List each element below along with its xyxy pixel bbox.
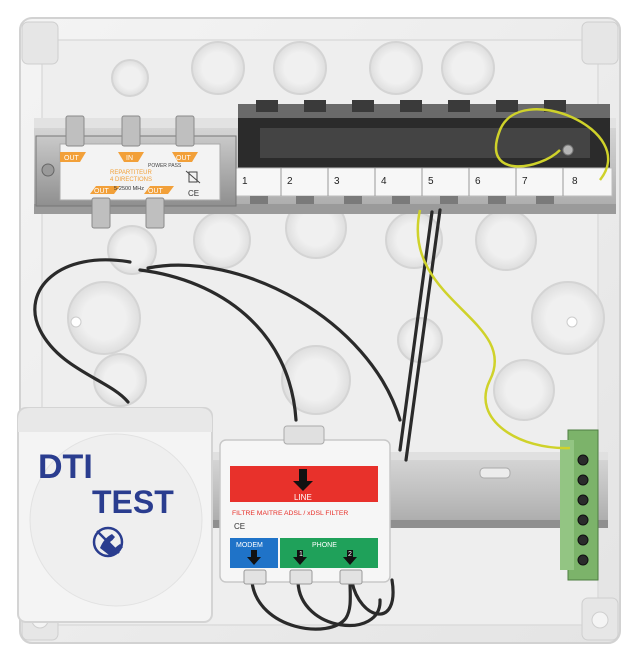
test-label: TEST <box>92 484 174 520</box>
modem-label: MODEM <box>236 542 263 549</box>
splitter-port-out-bottom-left: OUT <box>94 188 110 195</box>
splitter-wheelie-bin-icon <box>185 170 201 184</box>
splitter-port-in: IN <box>126 155 133 162</box>
black-cables <box>33 208 442 631</box>
splitter-name-line2: 4 DIRECTIONS <box>110 177 152 183</box>
adsl-master-filter: LINE FILTRE MAITRE ADSL / xDSL FILTER CE… <box>219 425 391 585</box>
line-arrow-icon <box>293 469 313 491</box>
splitter-screw-icon <box>41 163 55 177</box>
splitter-port-out-right: OUT <box>176 155 192 162</box>
filter-ce-mark: CE <box>234 522 245 531</box>
splitter-power-pass: POWER PASS <box>148 163 182 169</box>
phone-label: PHONE <box>312 542 337 549</box>
port-label-8: 8 <box>572 176 578 187</box>
splitter-name-line1: REPARTITEUR <box>110 170 152 176</box>
splitter-frequency: 5-2500 MHz <box>114 186 144 192</box>
port-label-4: 4 <box>381 176 387 187</box>
dti-label: DTI <box>38 448 93 486</box>
phone-port-2: 2 <box>348 551 352 558</box>
mounting-holes <box>70 316 578 328</box>
phone-port-1: 1 <box>299 551 303 558</box>
no-phone-icon <box>92 526 124 558</box>
splitter-port-out-bottom-right: OUT <box>148 188 164 195</box>
earth-terminal-block <box>560 429 599 581</box>
filter-title: FILTRE MAITRE ADSL / xDSL FILTER <box>232 510 348 517</box>
port-label-5: 5 <box>428 176 434 187</box>
dti-test-module: DTI TEST <box>17 407 213 623</box>
port-label-3: 3 <box>334 176 340 187</box>
splitter-port-out-left: OUT <box>64 155 80 162</box>
splitter-ce-mark: CE <box>188 189 199 198</box>
phone-1-arrow-icon <box>293 550 307 565</box>
rj45-connector-bar: 1 2 3 4 5 6 7 8 <box>235 100 613 204</box>
port-label-7: 7 <box>522 176 528 187</box>
line-label: LINE <box>294 493 312 502</box>
port-label-2: 2 <box>287 176 293 187</box>
modem-arrow-icon <box>247 550 261 565</box>
earth-wire <box>416 108 610 450</box>
port-label-1: 1 <box>242 176 248 187</box>
port-label-6: 6 <box>475 176 481 187</box>
coax-splitter: OUT IN OUT OUT OUT POWER PASS REPARTITEU… <box>35 115 237 229</box>
phone-2-arrow-icon <box>343 550 357 565</box>
knockout-holes <box>67 41 605 421</box>
